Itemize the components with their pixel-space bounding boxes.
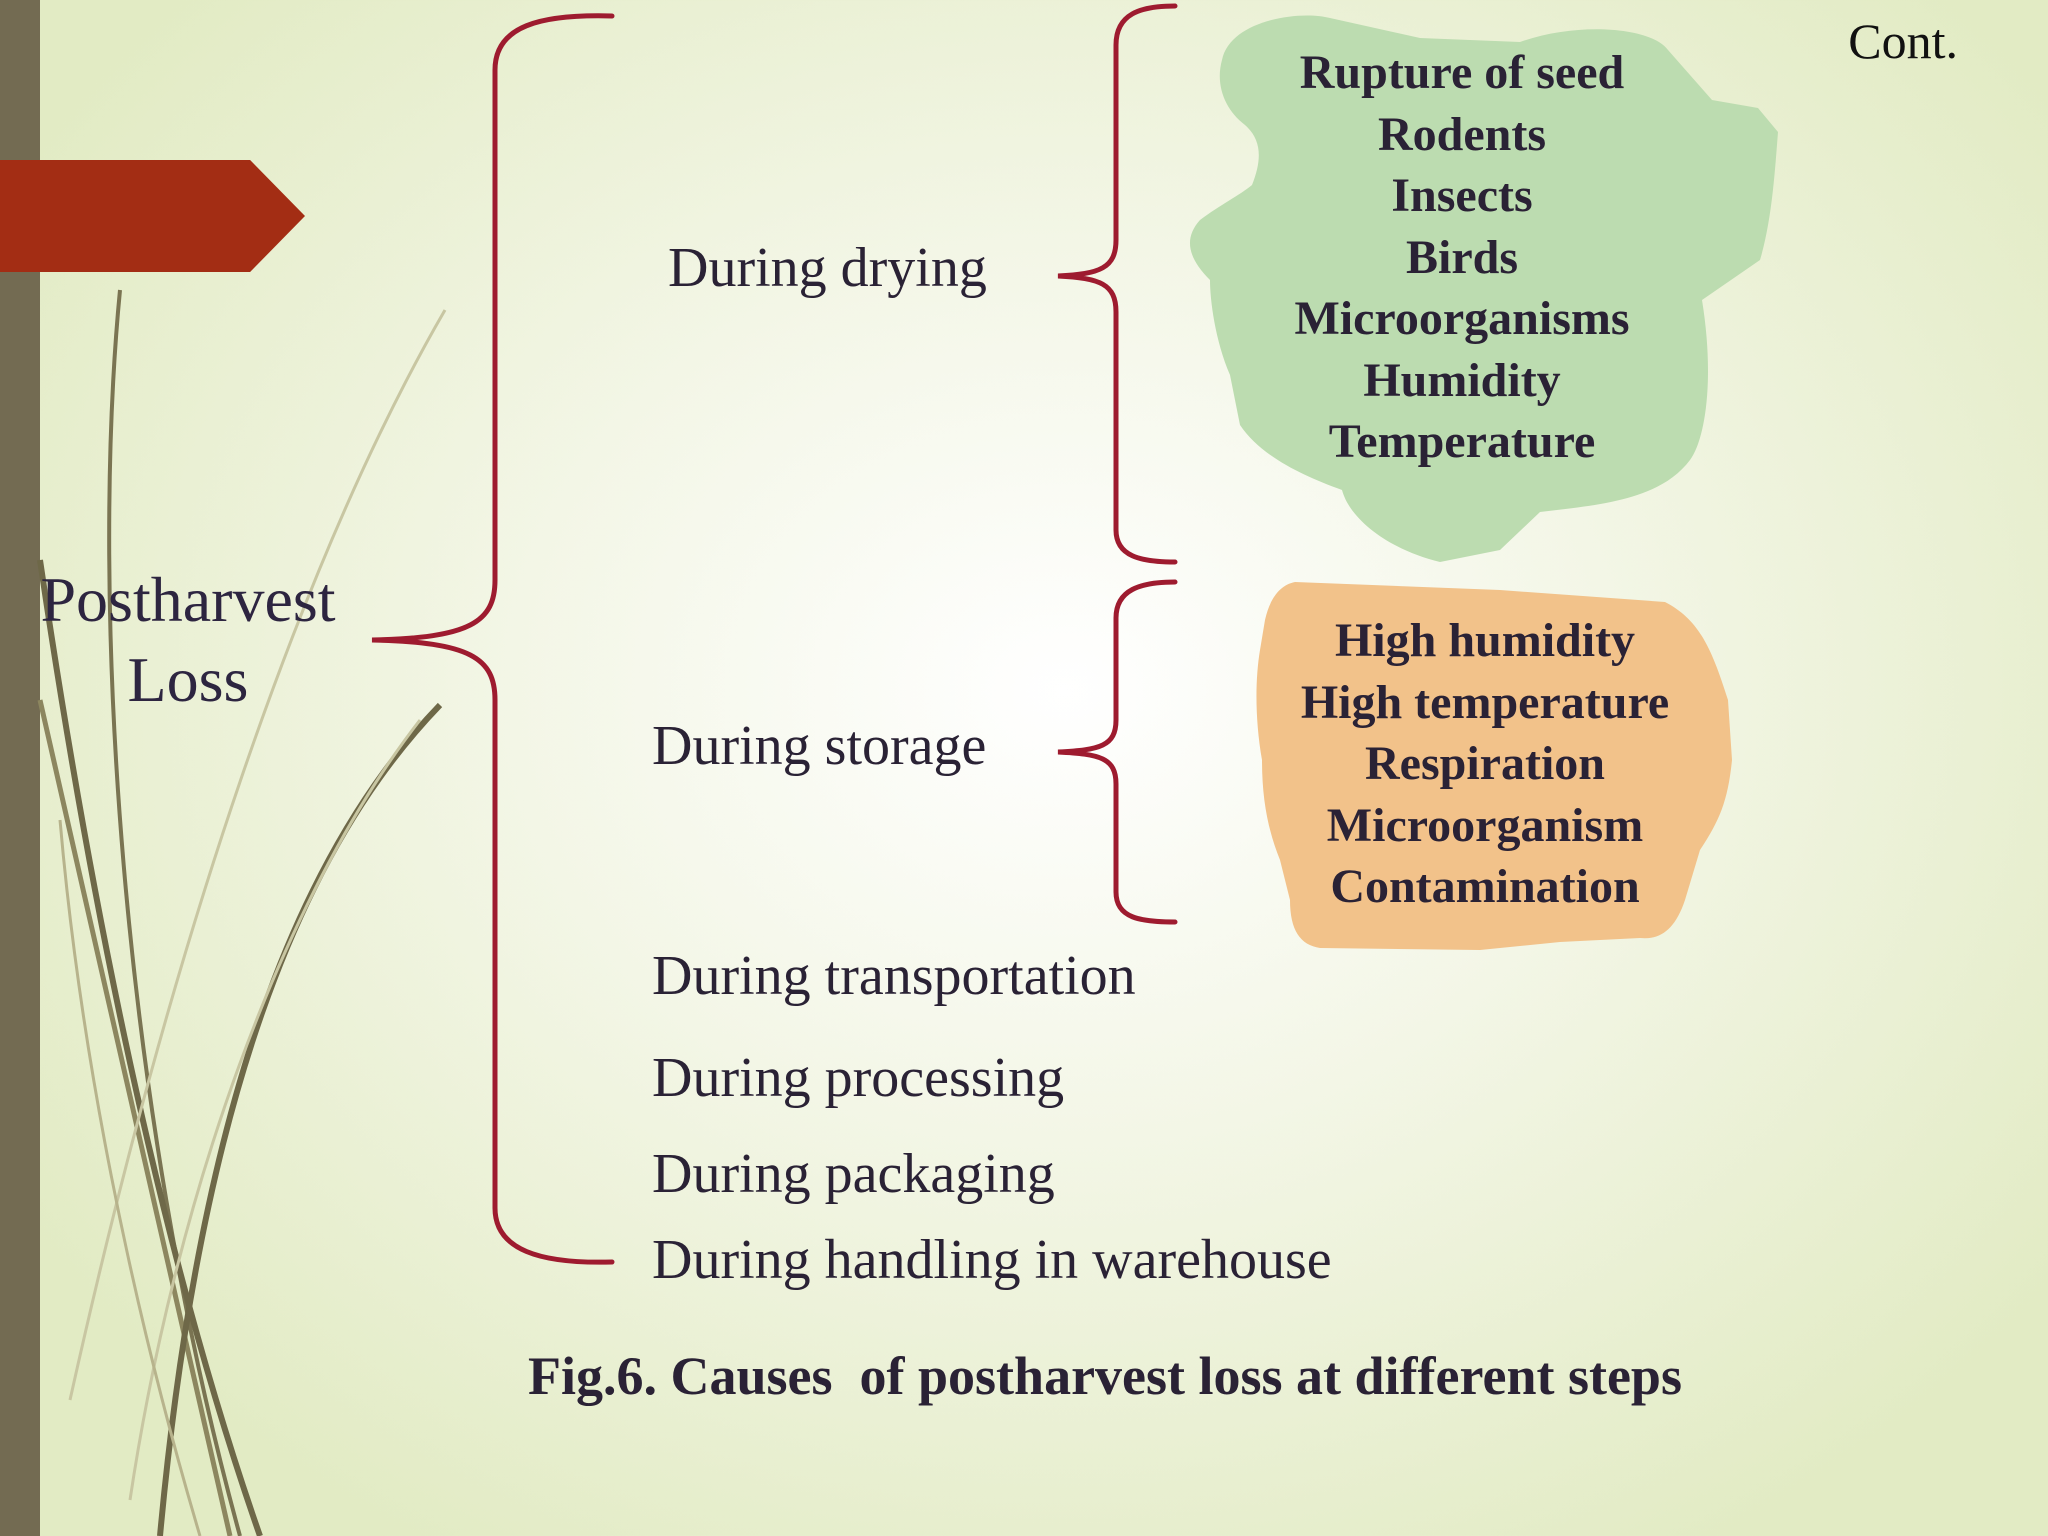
drying-causes-blob — [1189, 15, 1778, 562]
step-processing: During processing — [652, 1047, 1065, 1109]
step-packaging: During packaging — [652, 1143, 1055, 1205]
title-tab-arrow — [0, 160, 305, 272]
drying-bracket — [1057, 3, 1178, 565]
storage-cause-item: High temperature — [1300, 675, 1670, 729]
step-storage: During storage — [652, 715, 987, 777]
root-label-line-1: Postharvest — [40, 564, 336, 635]
drying-cause-item: Insects — [1391, 169, 1533, 222]
storage-cause-item: Contamination — [1330, 860, 1640, 913]
drying-cause-item: Rupture of seed — [1299, 46, 1625, 99]
drying-cause-item: Humidity — [1363, 353, 1561, 407]
drying-cause-item: Microorganisms — [1294, 292, 1630, 345]
root-node-label: Postharvest Loss — [28, 560, 348, 720]
drying-causes-list: Rupture of seed Rodents Insects Birds Mi… — [1262, 42, 1662, 473]
storage-cause-item: Microorganism — [1326, 798, 1644, 852]
step-transportation: During transportation — [652, 945, 1136, 1007]
storage-causes-blob — [1256, 582, 1732, 950]
main-bracket — [371, 13, 615, 1265]
step-drying: During drying — [668, 237, 987, 299]
storage-bracket — [1057, 579, 1178, 925]
drying-cause-item: Rodents — [1377, 107, 1547, 161]
storage-cause-item: Respiration — [1365, 737, 1605, 790]
figure-caption: Fig.6. Causes of postharvest loss at dif… — [528, 1346, 1682, 1406]
root-label-line-2: Loss — [127, 644, 249, 715]
continued-label: Cont. — [1848, 13, 1958, 69]
drying-cause-item: Birds — [1405, 230, 1519, 284]
step-handling-warehouse: During handling in warehouse — [652, 1229, 1332, 1291]
storage-cause-item: High humidity — [1334, 614, 1636, 667]
drying-cause-item: Temperature — [1328, 415, 1596, 468]
storage-causes-list: High humidity High temperature Respirati… — [1270, 610, 1700, 918]
